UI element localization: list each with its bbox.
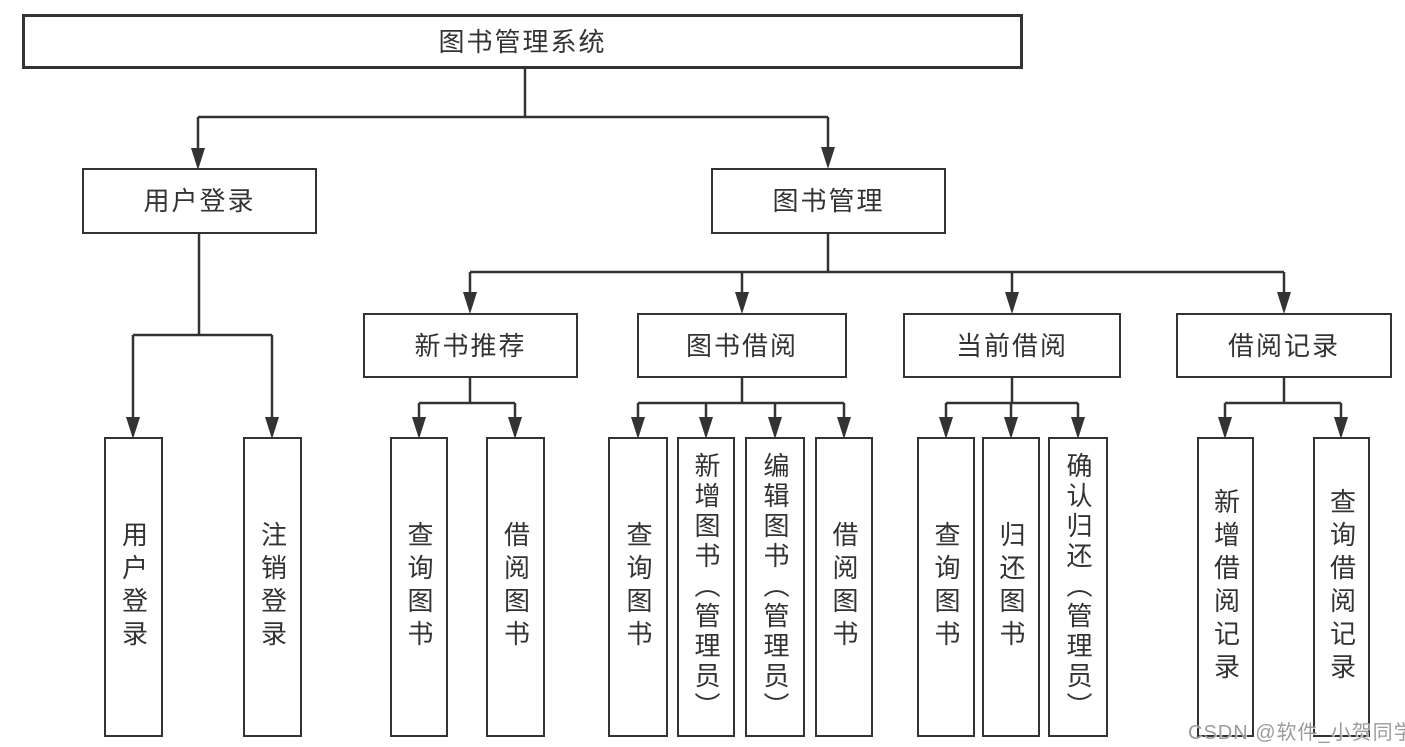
node-root: 图书管理系统 (22, 14, 1023, 69)
leaf-borrow-books: 借阅图书 (815, 437, 873, 737)
leaf-query-borrow-record: 查询借阅记录 (1313, 437, 1370, 737)
leaf-add-borrow-record: 新增借阅记录 (1197, 437, 1254, 737)
node-book-management-label: 图书管理 (772, 186, 885, 216)
leaf-edit-book-admin: 编辑图书（管理员） (745, 437, 805, 737)
leaf-add-book-admin-label: 新增图书（管理员） (691, 452, 721, 722)
leaf-borrow-books-recommend: 借阅图书 (486, 437, 545, 737)
leaf-return-book-label: 归还图书 (996, 521, 1026, 653)
node-current-borrowing: 当前借阅 (903, 313, 1121, 378)
leaf-add-book-admin: 新增图书（管理员） (677, 437, 735, 737)
leaf-logout-label: 注销登录 (257, 521, 288, 653)
watermark: CSDN @软件_小贺同学 (1188, 722, 1405, 744)
node-new-book-recommendation: 新书推荐 (363, 313, 578, 378)
leaf-logout: 注销登录 (243, 437, 302, 737)
node-user-login: 用户登录 (82, 168, 317, 234)
leaf-query-borrow-record-label: 查询借阅记录 (1326, 488, 1357, 686)
node-current-borrowing-label: 当前借阅 (955, 330, 1068, 361)
leaf-query-books-borrowing: 查询图书 (608, 437, 668, 737)
leaf-query-books-current: 查询图书 (917, 437, 975, 737)
node-new-book-recommendation-label: 新书推荐 (414, 330, 527, 361)
leaf-query-books-borrowing-label: 查询图书 (623, 521, 653, 653)
leaf-edit-book-admin-label: 编辑图书（管理员） (760, 452, 790, 722)
node-book-management: 图书管理 (711, 168, 946, 234)
node-book-borrowing-label: 图书借阅 (685, 330, 798, 361)
leaf-user-login-label: 用户登录 (118, 521, 149, 653)
node-borrowing-records: 借阅记录 (1176, 313, 1392, 378)
leaf-confirm-return-admin: 确认归还（管理员） (1048, 437, 1108, 737)
leaf-query-books-current-label: 查询图书 (931, 521, 961, 653)
node-borrowing-records-label: 借阅记录 (1227, 330, 1340, 361)
leaf-borrow-books-recommend-label: 借阅图书 (500, 521, 531, 653)
node-book-borrowing: 图书借阅 (637, 313, 847, 378)
leaf-borrow-books-label: 借阅图书 (829, 521, 859, 653)
leaf-return-book: 归还图书 (982, 437, 1040, 737)
leaf-query-books-recommend-label: 查询图书 (404, 521, 434, 653)
leaf-user-login: 用户登录 (104, 437, 163, 737)
leaf-query-books-recommend: 查询图书 (390, 437, 448, 737)
node-user-login-label: 用户登录 (143, 186, 256, 216)
node-root-label: 图书管理系统 (438, 26, 607, 57)
leaf-add-borrow-record-label: 新增借阅记录 (1210, 488, 1241, 686)
leaf-confirm-return-admin-label: 确认归还（管理员） (1063, 452, 1093, 722)
arrowheads (126, 147, 1348, 439)
